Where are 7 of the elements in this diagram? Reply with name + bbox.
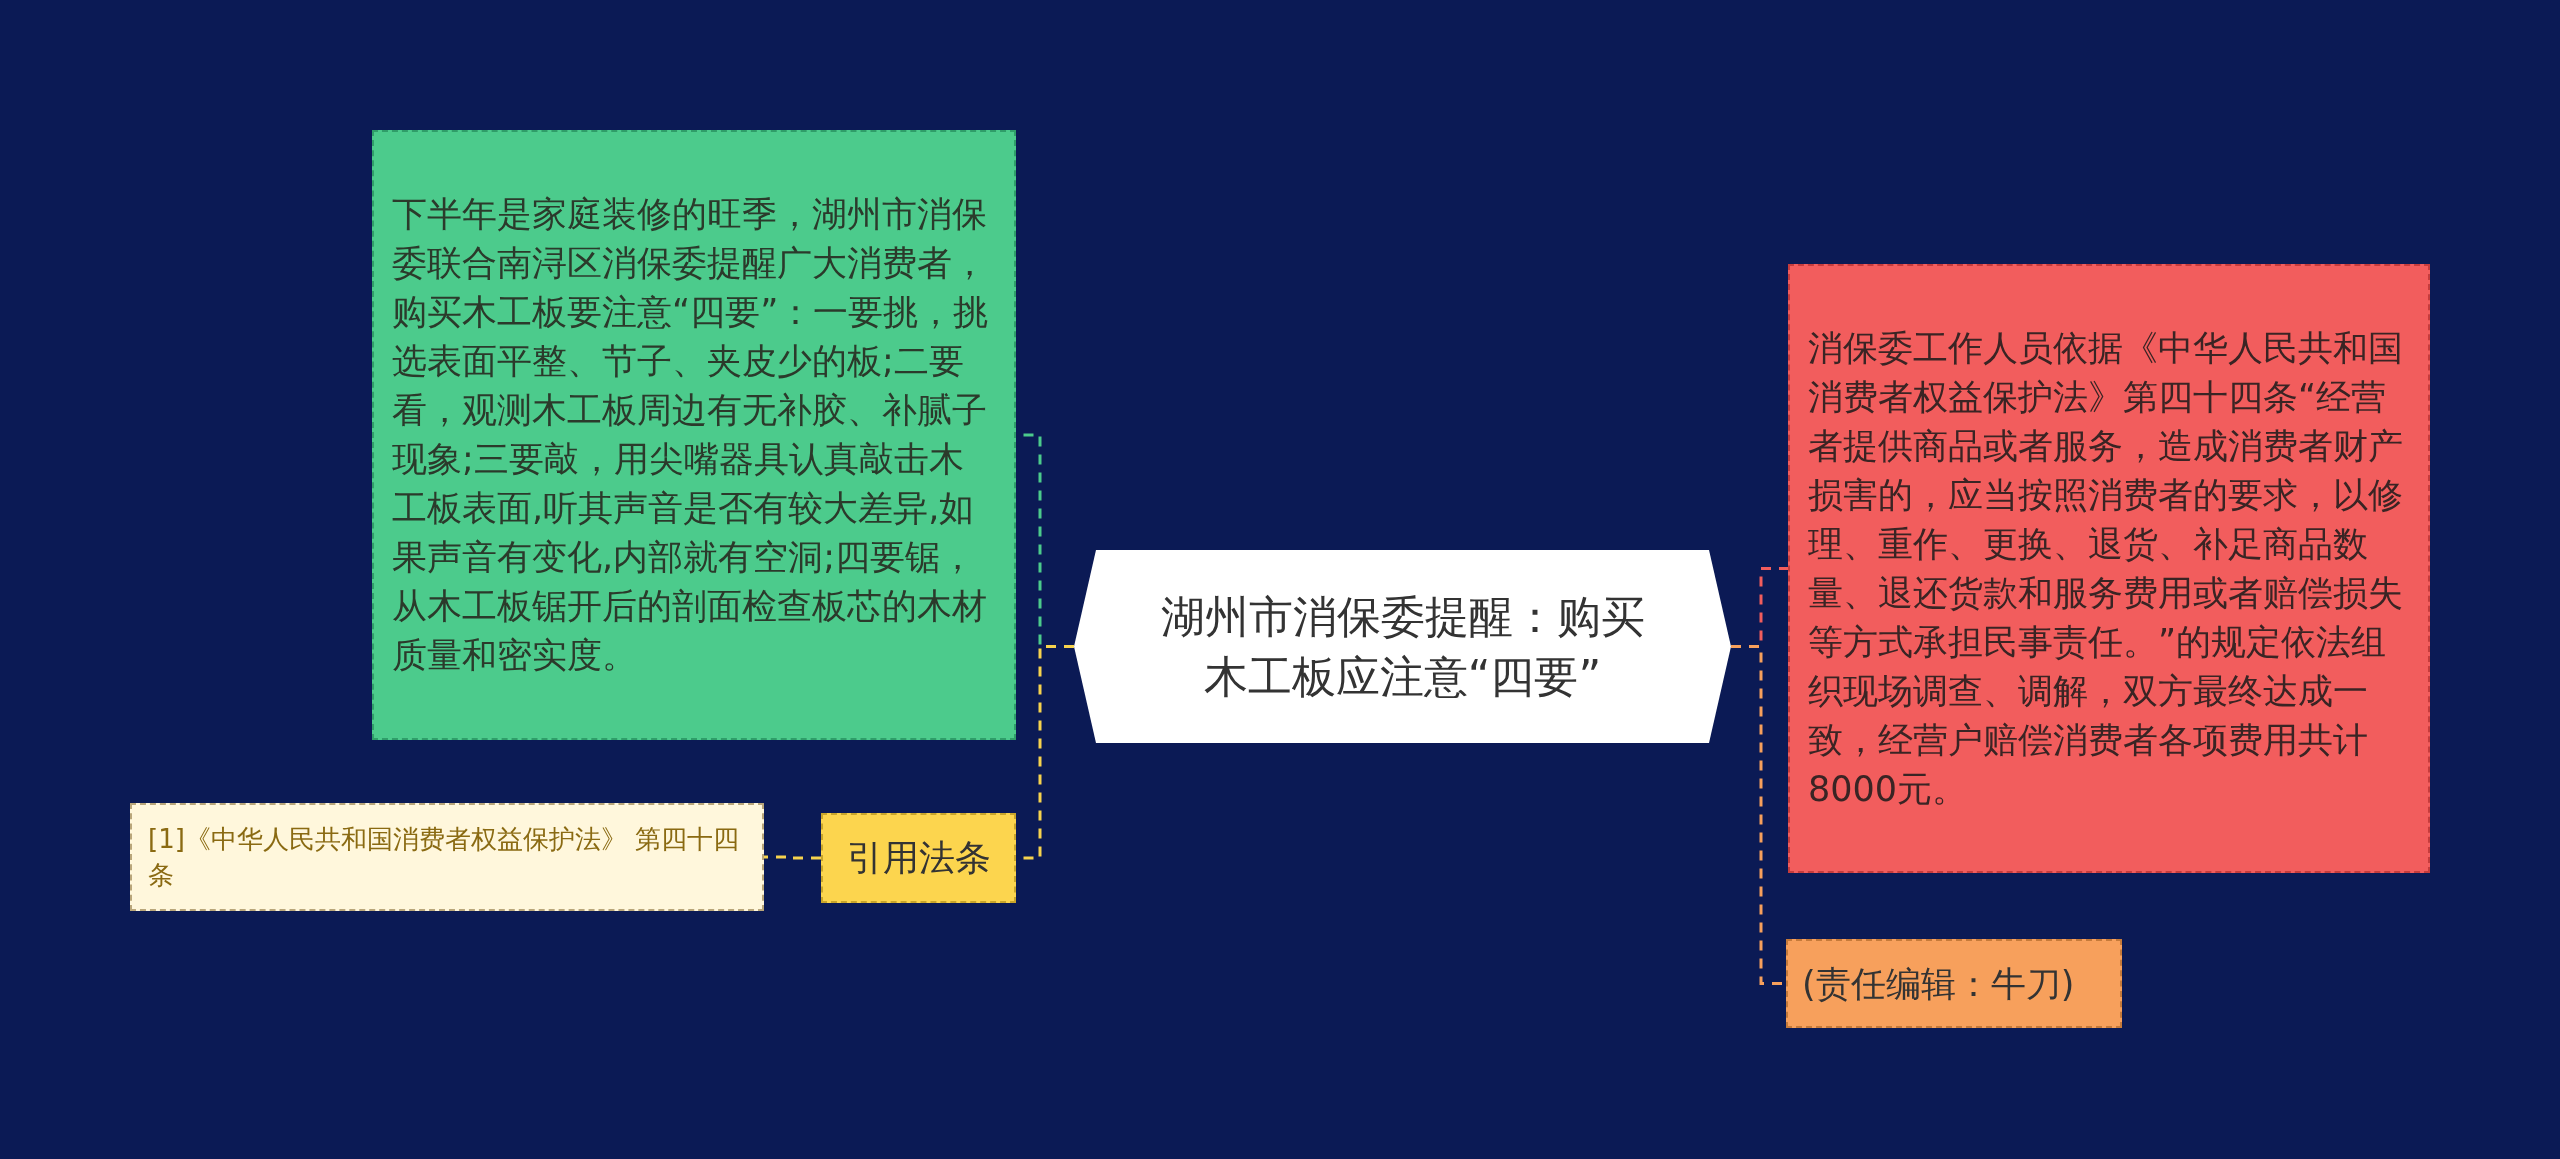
topic-hexagon: 湖州市消保委提醒：购买木工板应注意“四要”	[1074, 550, 1731, 743]
connector-line	[764, 855, 821, 860]
tag-card: 引用法条	[821, 813, 1016, 903]
text-card: 消保委工作人员依据《中华人民共和国消费者权益保护法》第四十四条“经营者提供商品或者服务，造成消费者财产损害的，应当按照消费者的要求，以修理、重作、更换、退货、补足商品数量、退还货款和服务费用或者赔偿损失等方式承担民事责任。”的规定依法组织现场调查、调解，双方最终达成一致，经营户赔偿消费者各项费用共计8000元。	[1788, 264, 2430, 873]
note-card: (责任编辑：牛刀)	[1786, 939, 2122, 1028]
text-card: 下半年是家庭装修的旺季，湖州市消保委联合南浔区消保委提醒广大消费者，购买木工板要注意“四要”：一要挑，挑选表面平整、节子、夹皮少的板;二要看，观测木工板周边有无补胶、补腻子现象;三要敲，用尖嘴器具认真敲击木工板表面,听其声音是否有较大差异,如果声音有变化,内部就有空洞;四要锯，从木工板锯开后的剖面检查板芯的木材质量和密实度。	[372, 130, 1016, 740]
citation-card: [1]《中华人民共和国消费者权益保护法》 第四十四条	[130, 803, 764, 911]
